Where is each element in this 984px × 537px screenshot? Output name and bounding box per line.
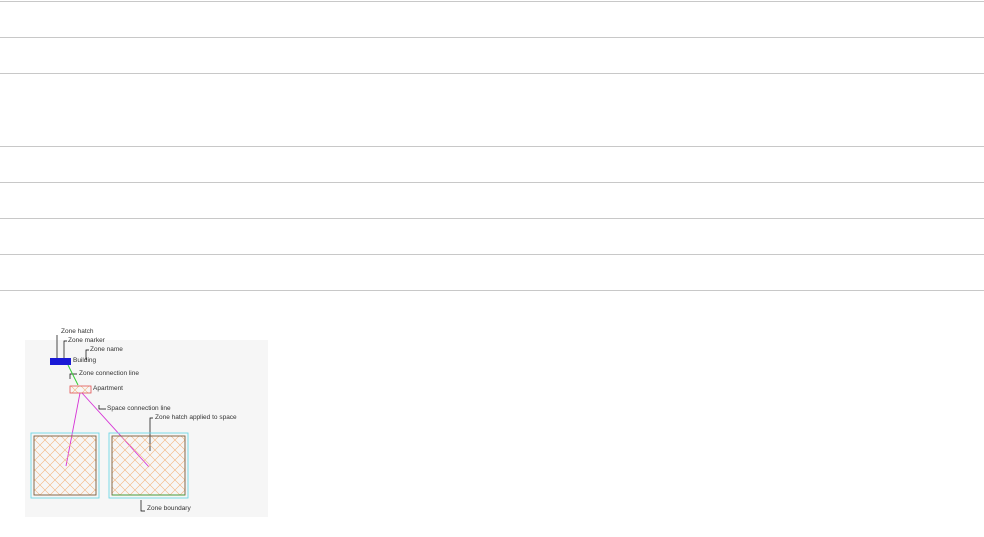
label-building: Building: [73, 357, 97, 364]
table-row: [0, 183, 984, 219]
apartment-zone-marker: [69, 385, 92, 394]
table-row: [0, 38, 984, 74]
space-connection-leader: [98, 405, 106, 410]
space-boundary-left: [30, 432, 100, 499]
zone-diagram-graphic: [25, 335, 268, 517]
table-rows: [0, 0, 984, 291]
zone-boundary-leader: [140, 500, 145, 512]
label-apartment: Apartment: [93, 385, 123, 392]
table-row: [0, 255, 984, 291]
label-zone-connection-line: Zone connection line: [79, 370, 139, 377]
zone-connection-line: [67, 364, 79, 386]
zone-hatch-leader: [56, 335, 58, 358]
table-row: [0, 147, 984, 183]
table-row: [0, 74, 984, 147]
label-zone-name: Zone name: [90, 346, 123, 353]
label-zone-hatch-applied-to-space: Zone hatch applied to space: [155, 414, 237, 421]
zone-connection-leader: [69, 373, 77, 379]
space-right: [111, 435, 186, 496]
zone-marker-leader: [63, 340, 67, 358]
zone-name-leader: [85, 349, 89, 360]
zone-diagram: Zone hatch Zone marker Zone name Buildin…: [20, 328, 268, 517]
table-row: [0, 2, 984, 38]
space-boundary-right: [108, 432, 189, 499]
label-zone-marker: Zone marker: [68, 337, 105, 344]
label-zone-hatch: Zone hatch: [61, 328, 94, 335]
building-zone-marker: [50, 358, 71, 365]
table-row: [0, 0, 984, 2]
table-row: [0, 219, 984, 255]
label-space-connection-line: Space connection line: [107, 405, 171, 412]
space-left: [33, 435, 97, 496]
label-zone-boundary: Zone boundary: [147, 505, 191, 512]
